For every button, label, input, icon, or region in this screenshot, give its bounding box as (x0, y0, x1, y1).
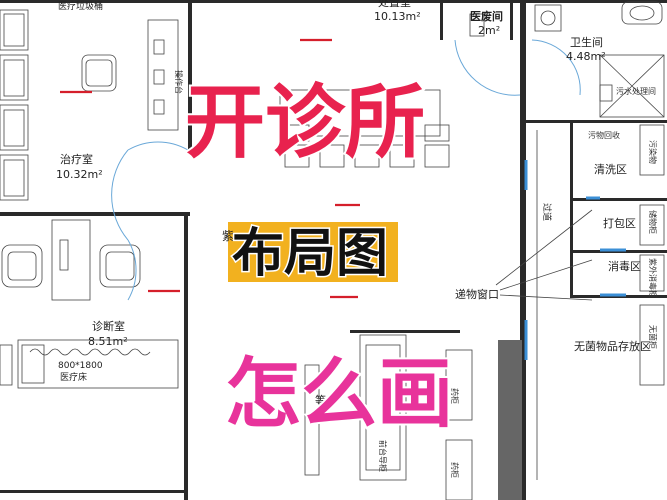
waiting-partial-label: 等待 (315, 393, 337, 407)
operating-table-label: 操作台 (174, 70, 184, 94)
left-cabinet-row (0, 9, 29, 201)
toilet-door-icon (531, 39, 581, 96)
medicine-cabinet-label-2: 药柜 (450, 462, 460, 478)
disposal-room-name: 处置室 (378, 0, 411, 9)
disinfect-area-label: 消毒区 (608, 259, 641, 273)
right-zone-items (524, 124, 665, 386)
diagnosis-furniture (0, 219, 179, 389)
bed-size-label: 800*1800 (58, 361, 103, 371)
disposal-room-area: 10.13m² (374, 10, 421, 23)
diagnosis-room-name: 诊断室 (92, 319, 125, 333)
pass-window-label: 递物窗口 (455, 287, 499, 301)
treatment-chair-icon (81, 54, 117, 92)
headline-line-3: 怎么画 (225, 349, 453, 438)
corridor-label: 过道 (541, 203, 553, 221)
toilet-area: 4.48m² (566, 50, 606, 63)
sterile-storage-label: 无菌物品存放区 (574, 339, 651, 353)
purple-partial-label: 紫 (222, 229, 234, 243)
wash-area-label: 清洗区 (594, 163, 627, 176)
toilet-name: 卫生间 (570, 35, 603, 49)
treatment-door-icon (127, 141, 189, 151)
waste-room-door-icon (454, 39, 521, 96)
right-cabinet-label-3: 紫外消毒柜 (648, 258, 658, 298)
medicine-cabinet-label-1: 药柜 (450, 388, 460, 404)
headline-line-2: 布局图 (232, 224, 388, 284)
headline-2-background (228, 222, 398, 282)
right-cabinet-label-4: 无菌柜 (648, 325, 658, 349)
medical-waste-room-name: 医废间 (470, 9, 503, 23)
front-cabinet-label: 前台导柜 (378, 440, 388, 472)
dirty-recycle-label: 污物回收 (588, 130, 620, 140)
headline-line-1: 开诊所 (185, 76, 425, 169)
right-cabinet-label-1: 污染物 (648, 140, 658, 164)
disposal-room-furniture (279, 89, 450, 168)
medical-waste-room-area: 2m² (478, 24, 500, 37)
operating-table: 操作台 (147, 19, 184, 131)
treatment-door-arc-icon (111, 149, 129, 241)
bottom-cabinets (304, 334, 473, 500)
diagnosis-door-icon (127, 239, 137, 301)
medical-waste-bin-label: 医疗垃圾桶 (58, 0, 103, 12)
pass-window-pointers (495, 209, 593, 301)
diagnosis-room-area: 8.51m² (88, 335, 128, 348)
treatment-room-name: 治疗室 (60, 152, 93, 166)
right-cabinet-label-2: 储物柜 (648, 210, 658, 234)
waste-toilet-fixtures (469, 1, 665, 118)
sewage-label: 污水处理间 (616, 86, 656, 96)
treatment-room-area: 10.32m² (56, 168, 103, 181)
bed-label: 医疗床 (60, 371, 87, 383)
packing-area-label: 打包区 (603, 216, 636, 230)
